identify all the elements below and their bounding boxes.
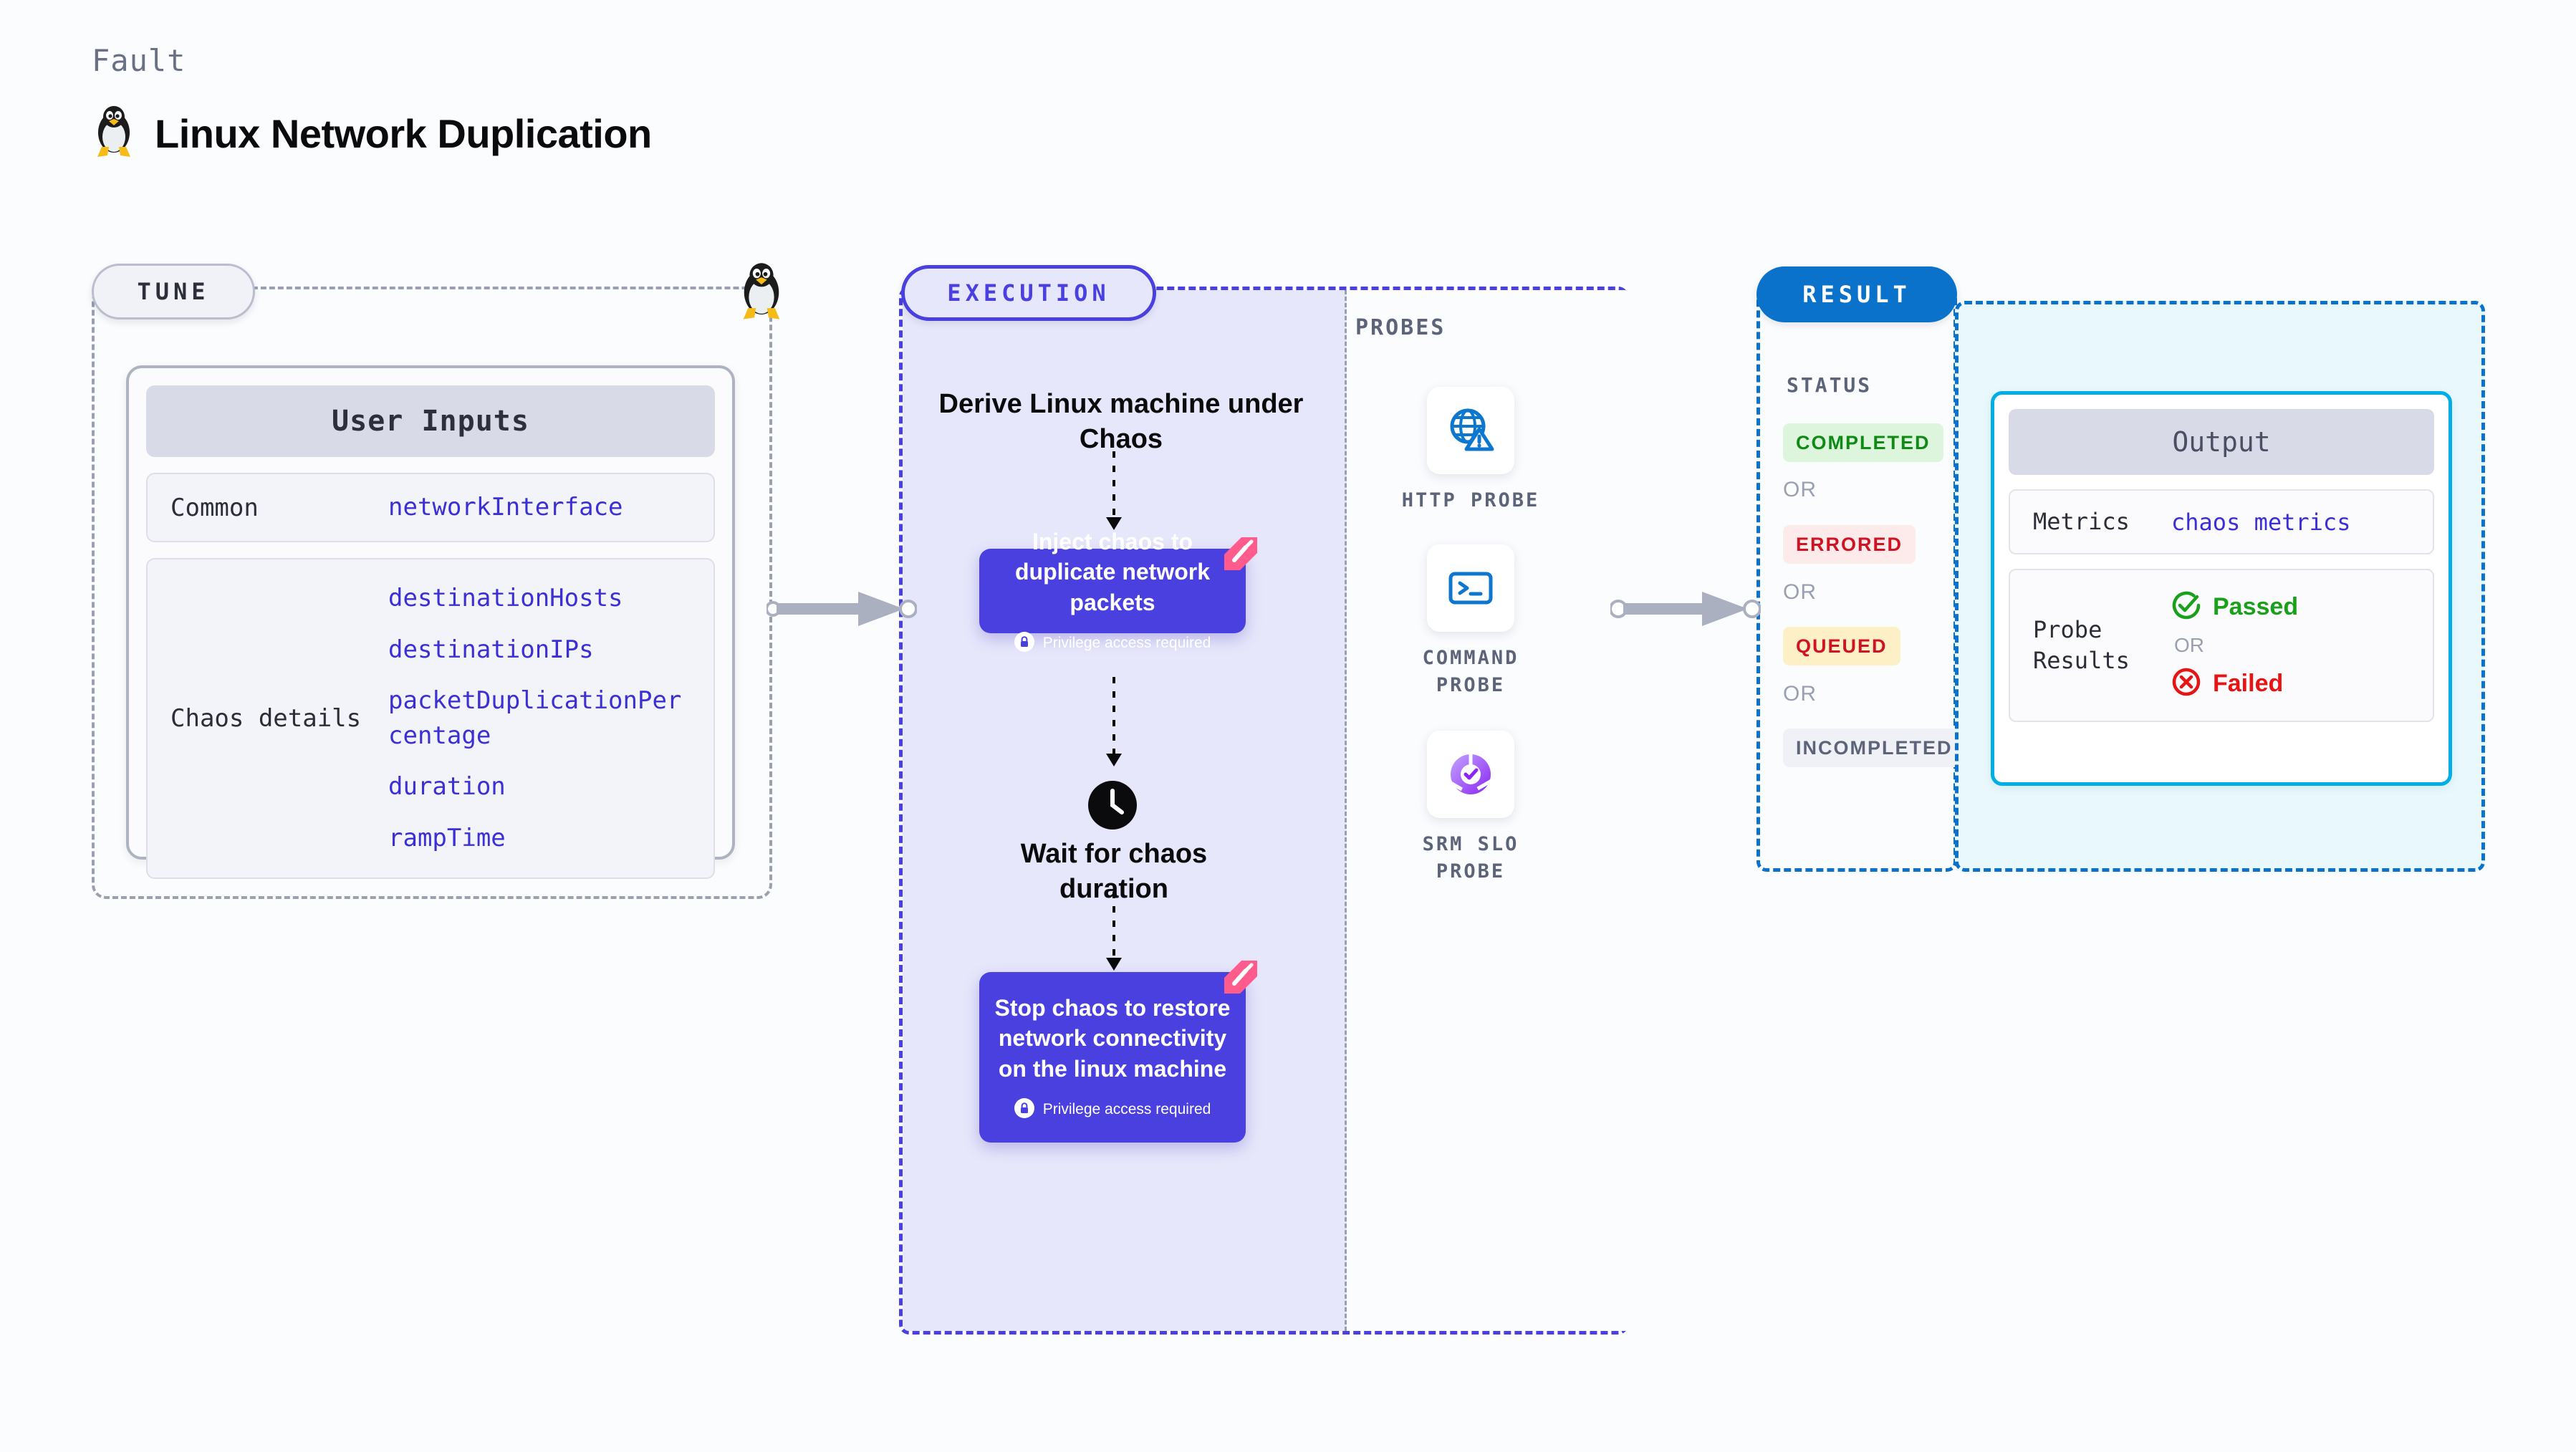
input-group-common: Common networkInterface: [146, 473, 715, 543]
input-field-name[interactable]: destinationHosts: [388, 584, 623, 613]
probe-label: SRM SLO PROBE: [1422, 833, 1519, 883]
privilege-text: Privilege access required: [1042, 1101, 1211, 1118]
input-field-name[interactable]: rampTime: [388, 823, 506, 852]
lock-icon: [1014, 631, 1034, 655]
input-group-values: networkInterface: [388, 490, 709, 525]
output-row-metrics: Metrics chaos metrics: [2009, 489, 2434, 555]
status-or-1: OR: [1783, 478, 1817, 501]
tune-badge: TUNE: [92, 264, 255, 319]
user-inputs-card: User Inputs Common networkInterface Chao…: [126, 365, 735, 880]
probe-command[interactable]: COMMAND PROBE: [1385, 544, 1557, 700]
input-field-name[interactable]: destinationIPs: [388, 635, 594, 664]
globe-warning-icon: [1427, 387, 1514, 474]
user-inputs-title: User Inputs: [146, 385, 715, 457]
flow-arrow-2: [1106, 677, 1122, 766]
status-badge-queued: QUEUED: [1783, 627, 1900, 665]
input-group-chaos-details: Chaos details destinationHosts destinati…: [146, 558, 715, 880]
slo-donut-check-icon: [1427, 731, 1514, 818]
status-or-3: OR: [1783, 682, 1817, 706]
probe-failed-text: Failed: [2213, 670, 2284, 698]
output-row-probe-results: Probe Results Passed OR: [2009, 569, 2434, 723]
probe-passed-text: Passed: [2213, 593, 2299, 621]
title-row: Linux Network Duplication: [92, 104, 652, 163]
flow-arrow-3: [1106, 892, 1122, 971]
connector-tune-to-execution: [765, 587, 918, 630]
probes-label: PROBES: [1355, 315, 1446, 340]
status-badge-errored: ERRORED: [1783, 525, 1916, 564]
input-group-label: Chaos details: [170, 704, 362, 734]
output-metrics-label: Metrics: [2033, 508, 2130, 535]
eyebrow-label: Fault: [92, 43, 186, 78]
input-field-name[interactable]: duration: [388, 772, 506, 802]
flow-arrow-1: [1106, 451, 1122, 530]
chaos-card-title: Inject chaos to duplicate network packet…: [1014, 529, 1211, 615]
status-badge-incompleted: INCOMPLETED: [1783, 729, 1966, 767]
lock-icon: [1014, 1097, 1034, 1122]
result-badge: RESULT: [1756, 266, 1957, 322]
page-title: Linux Network Duplication: [155, 111, 652, 156]
privilege-row: Privilege access required: [1014, 1097, 1211, 1122]
terminal-icon: [1427, 544, 1514, 632]
output-title: Output: [2009, 409, 2434, 475]
probe-result-failed: Failed: [2171, 667, 2298, 701]
linux-tux-icon: [92, 104, 136, 163]
output-card: Output Metrics chaos metrics Probe Resul…: [1991, 391, 2452, 786]
connector-probes-to-result: [1609, 587, 1762, 630]
output-metrics-value[interactable]: chaos metrics: [2171, 508, 2351, 536]
privilege-text: Privilege access required: [1042, 635, 1211, 652]
probe-srm-slo[interactable]: SRM SLO PROBE: [1385, 731, 1557, 886]
chaos-card-title: Stop chaos to restore network connectivi…: [994, 995, 1231, 1082]
status-badge-completed: COMPLETED: [1783, 423, 1943, 462]
status-label: STATUS: [1787, 373, 1873, 397]
privilege-row: Privilege access required: [1014, 631, 1211, 655]
input-group-label: Common: [170, 493, 259, 522]
x-circle-icon: [2171, 667, 2201, 701]
harness-logo-icon: [1220, 956, 1261, 998]
clock-icon: [1088, 781, 1137, 830]
probe-http[interactable]: HTTP PROBE: [1385, 387, 1557, 514]
probe-results-values: Passed OR Failed: [2171, 590, 2298, 701]
linux-tux-icon-border: [731, 261, 792, 322]
execution-step-derive: Derive Linux machine under Chaos: [938, 389, 1304, 455]
input-group-values: destinationHosts destinationIPs packetDu…: [388, 581, 709, 856]
input-field-name[interactable]: packetDuplicationPercentage: [388, 686, 682, 751]
page-header: Fault Linux Network Duplication: [92, 43, 652, 163]
harness-logo-icon: [1220, 533, 1261, 574]
chaos-card-inject[interactable]: Inject chaos to duplicate network packet…: [979, 529, 1257, 652]
probe-result-or: OR: [2174, 634, 2204, 657]
check-circle-icon: [2171, 590, 2201, 624]
input-field-name[interactable]: networkInterface: [388, 493, 623, 521]
status-or-2: OR: [1783, 580, 1817, 604]
probe-label: COMMAND PROBE: [1422, 647, 1519, 697]
probe-result-passed: Passed: [2171, 590, 2298, 624]
tune-panel: [92, 287, 772, 899]
chaos-card-stop[interactable]: Stop chaos to restore network connectivi…: [979, 961, 1257, 1143]
output-probe-label: Probe Results: [2033, 616, 2130, 675]
execution-step-wait: Wait for chaos duration: [1020, 839, 1208, 905]
execution-badge: EXECUTION: [901, 265, 1156, 321]
probe-label: HTTP PROBE: [1401, 489, 1540, 511]
